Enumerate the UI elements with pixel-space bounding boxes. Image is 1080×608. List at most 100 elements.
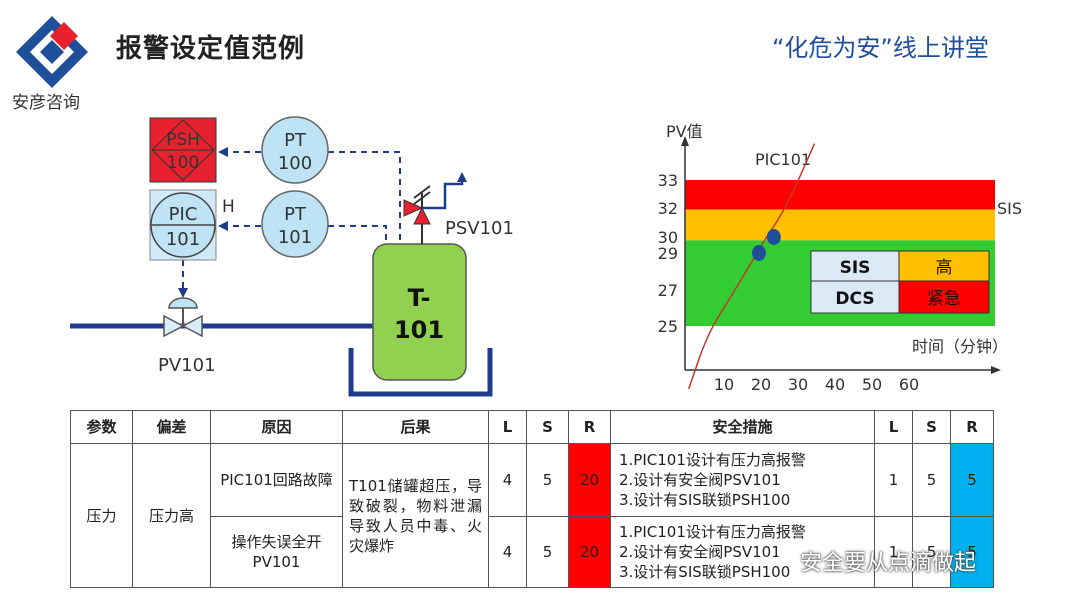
header-cause: 原因	[210, 410, 343, 444]
alarm-point	[766, 229, 781, 245]
measure-line: 2.设计有安全阀PSV101	[619, 543, 781, 561]
psv101-valve-icon	[403, 172, 467, 244]
signal-lines	[182, 151, 401, 290]
table-row: 压力 压力高 PIC101回路故障 T101储罐超压，导致破裂，物料泄漏导致人员…	[70, 443, 994, 588]
tank-label-2: 101	[394, 316, 444, 344]
psh-number: 100	[167, 153, 199, 173]
band-label-sis: SIS	[997, 199, 1022, 218]
x-tick-label: 30	[788, 375, 808, 394]
y-tick-label: 25	[658, 317, 678, 336]
legend-emergency-text: 紧急	[927, 289, 961, 309]
cell-r: 20	[568, 516, 611, 588]
header-r: R	[568, 410, 611, 444]
measure-line: 1.PIC101设计有压力高报警	[619, 451, 806, 469]
cell-s: 5	[526, 443, 569, 517]
cell-consequence: T101储罐超压，导致破裂，物料泄漏导致人员中毒、火灾爆炸	[342, 443, 489, 588]
legend-high-text: 高	[936, 258, 953, 278]
pt101-tag: PT	[284, 204, 307, 225]
header-deviation: 偏差	[132, 410, 211, 444]
pt100-tag: PT	[284, 130, 307, 151]
measure-line: 3.设计有SIS联锁PSH100	[619, 491, 791, 509]
alarm-point	[752, 245, 766, 261]
cell-measures: 1.PIC101设计有压力高报警 2.设计有安全阀PSV101 3.设计有SIS…	[610, 516, 875, 588]
company-name: 安彦咨询	[12, 93, 80, 113]
header-r2: R	[950, 410, 994, 444]
pt101-number: 101	[278, 227, 312, 248]
page-title: 报警设定值范例	[116, 34, 306, 64]
cell-l: 4	[488, 516, 527, 588]
y-tick-label: 29	[658, 244, 678, 263]
cell-s2: 5	[912, 443, 951, 517]
series-label: PIC101	[755, 150, 811, 169]
alarm-points	[752, 229, 781, 261]
cell-cause: 操作失误全开PV101	[210, 516, 343, 588]
legend-high-cell	[898, 250, 990, 282]
pic-number: 101	[166, 229, 200, 250]
header-s2: S	[912, 410, 951, 444]
x-axis-arrow	[991, 366, 1001, 374]
header-s: S	[526, 410, 569, 444]
y-axis-label: PV值	[666, 122, 703, 141]
y-tick-label: 30	[658, 228, 678, 247]
y-tick-label: 27	[658, 281, 678, 300]
pid-diagram: T- 101 PSH 100 PT 100 PIC 101 H PT 101	[70, 116, 514, 397]
tank-t101	[372, 243, 467, 381]
pv101-valve-icon	[163, 297, 203, 338]
header-consequence: 后果	[342, 410, 489, 444]
cell-r2: 5	[950, 516, 994, 588]
arrow-to-psh	[218, 147, 228, 157]
table-header-row: 参数 偏差 原因 后果 L S R 安全措施 L S R	[70, 410, 994, 444]
pt101-instrument: PT 101	[261, 190, 329, 258]
legend-dcs-text: DCS	[835, 289, 874, 309]
legend-sis-text: SIS	[840, 258, 871, 278]
y-tick-label: 32	[658, 199, 678, 218]
high-alarm-label: H	[222, 197, 235, 217]
cell-r: 20	[568, 443, 611, 517]
cell-r2: 5	[950, 443, 994, 517]
x-tick-label: 20	[751, 375, 771, 394]
legend-emergency-cell	[898, 280, 990, 314]
watermark-text: 安全要从点滴做起	[800, 551, 977, 576]
measure-line: 2.设计有安全阀PSV101	[619, 471, 781, 489]
x-tick-label: 60	[899, 375, 919, 394]
pic101-block: PIC 101	[149, 189, 217, 261]
measure-line: 1.PIC101设计有压力高报警	[619, 523, 806, 541]
y-tick-label: 33	[658, 171, 678, 190]
slogan: “化危为安”线上讲堂	[772, 34, 989, 62]
header-l2: L	[874, 410, 913, 444]
psv-label: PSV101	[445, 218, 514, 239]
hazop-table: 参数 偏差 原因 后果 L S R 安全措施 L S R 压力 压力高 PIC1…	[70, 410, 994, 588]
legend-dcs-cell	[810, 280, 900, 314]
header-l: L	[488, 410, 527, 444]
x-tick-label: 50	[862, 375, 882, 394]
x-axis-label: 时间（分钟）	[912, 337, 1008, 356]
header-measures: 安全措施	[610, 410, 875, 444]
arrow-to-pic	[218, 221, 228, 231]
tank-tray	[348, 348, 493, 397]
y-axis-arrow	[681, 136, 689, 146]
pt100-instrument: PT 100	[261, 116, 329, 184]
arrow-to-valve	[178, 288, 188, 298]
legend-sis-cell	[810, 250, 900, 282]
psh-tag: PSH	[166, 130, 200, 150]
measure-line: 3.设计有SIS联锁PSH100	[619, 563, 791, 581]
alarm-band-2	[685, 180, 995, 210]
x-tick-label: 40	[825, 375, 845, 394]
tank-label-1: T-	[408, 284, 431, 312]
cell-l: 4	[488, 443, 527, 517]
cell-measures: 1.PIC101设计有压力高报警 2.设计有安全阀PSV101 3.设计有SIS…	[610, 443, 875, 517]
cell-parameter: 压力	[70, 443, 133, 588]
company-logo	[16, 16, 88, 88]
wechat-icon	[778, 550, 800, 567]
header-parameter: 参数	[70, 410, 133, 444]
psh100-block: PSH 100	[149, 117, 217, 183]
alarm-legend: SIS 高 DCS 紧急	[810, 250, 990, 314]
cell-l2: 1	[874, 443, 913, 517]
cell-deviation: 压力高	[132, 443, 211, 588]
cell-s: 5	[526, 516, 569, 588]
pic101-curve	[687, 143, 816, 390]
cell-s2: 5	[912, 516, 951, 588]
